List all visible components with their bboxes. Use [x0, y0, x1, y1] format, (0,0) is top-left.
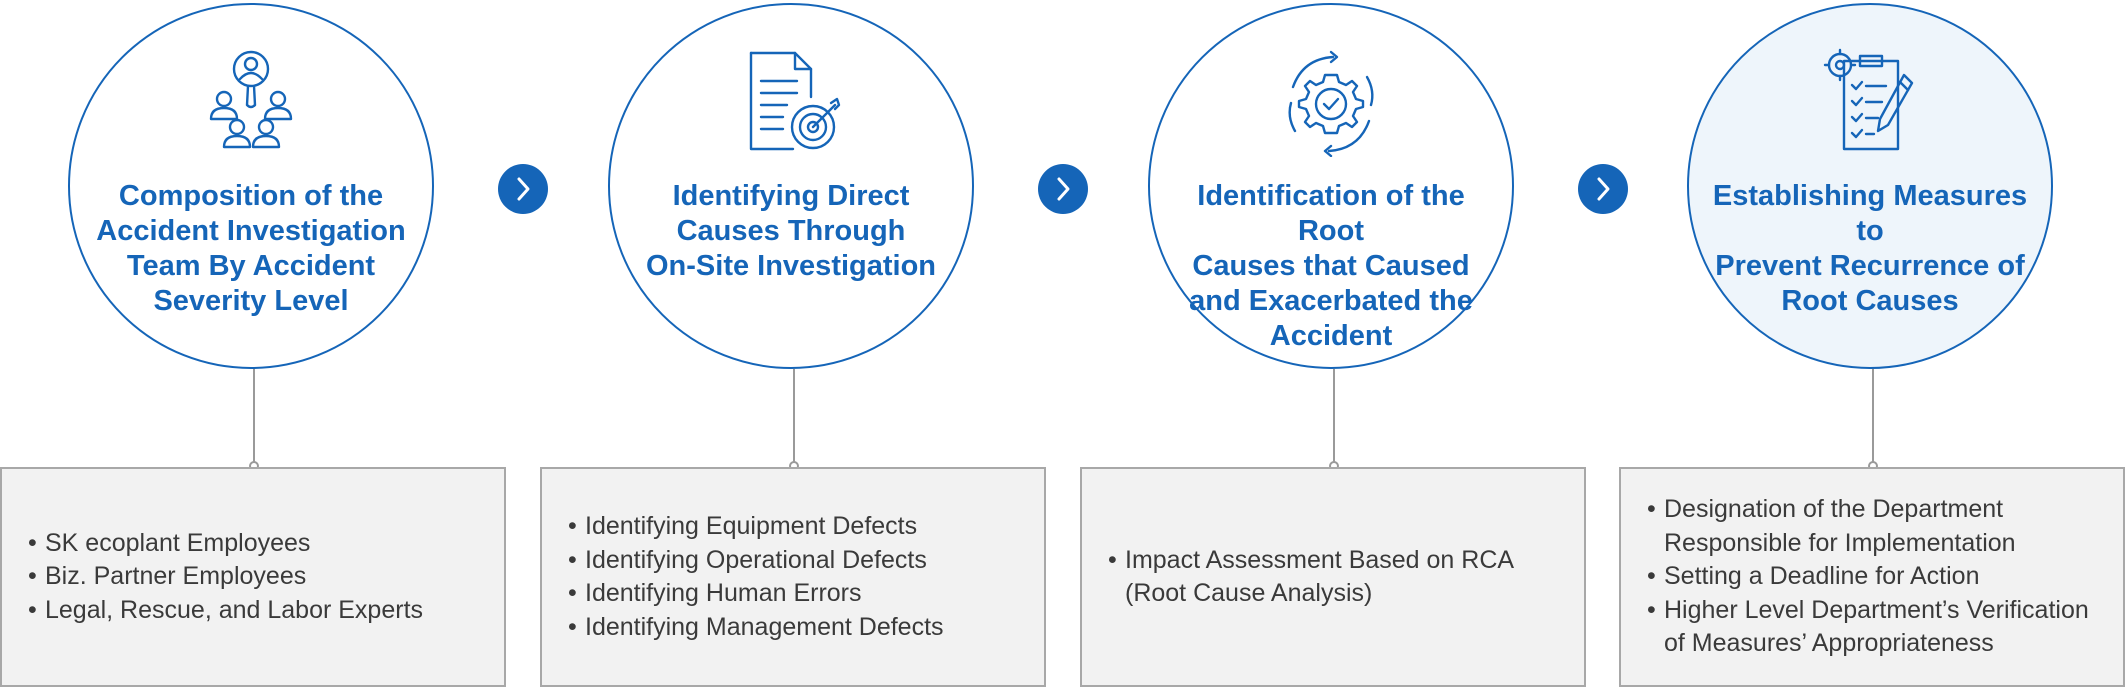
- detail-box: Impact Assessment Based on RCA (Root Cau…: [1080, 467, 1586, 687]
- step-3: Identification of the Root Causes that C…: [1080, 0, 1588, 690]
- detail-list: SK ecoplant Employees Biz. Partner Emplo…: [2, 527, 443, 628]
- detail-list: Impact Assessment Based on RCA (Root Cau…: [1082, 544, 1534, 611]
- step-title: Identifying Direct Causes Through On-Sit…: [645, 180, 937, 282]
- chevron-right-icon: [1038, 164, 1088, 214]
- step-title: Identification of the Root Causes that C…: [1189, 180, 1473, 352]
- step-circle: Identification of the Root Causes that C…: [1148, 3, 1514, 369]
- detail-list: Identifying Equipment Defects Identifyin…: [542, 510, 964, 644]
- detail-item: Designation of the Department Responsibl…: [1647, 493, 2089, 560]
- step-title: Establishing Measures to Prevent Recurre…: [1712, 180, 2028, 317]
- connector-line: [1333, 369, 1335, 463]
- detail-item: Higher Level Department’s Verification o…: [1647, 594, 2089, 661]
- chevron-right-icon: [1578, 164, 1628, 214]
- team-search-icon: [191, 47, 311, 157]
- checklist-pencil-icon: [1810, 47, 1930, 157]
- connector-line: [1872, 369, 1874, 463]
- detail-item: Identifying Operational Defects: [568, 544, 944, 578]
- detail-item: Identifying Management Defects: [568, 611, 944, 645]
- connector-line: [253, 369, 255, 463]
- chevron-right-icon: [498, 164, 548, 214]
- step-circle: Establishing Measures to Prevent Recurre…: [1687, 3, 2053, 369]
- detail-list: Designation of the Department Responsibl…: [1621, 493, 2109, 661]
- step-4: Establishing Measures to Prevent Recurre…: [1619, 0, 2127, 690]
- detail-box: Designation of the Department Responsibl…: [1619, 467, 2125, 687]
- step-circle: Identifying Direct Causes Through On-Sit…: [608, 3, 974, 369]
- detail-item: Identifying Human Errors: [568, 577, 944, 611]
- step-2: Identifying Direct Causes Through On-Sit…: [540, 0, 1048, 690]
- detail-item: Legal, Rescue, and Labor Experts: [28, 594, 423, 628]
- detail-item: Setting a Deadline for Action: [1647, 560, 2089, 594]
- gear-cycle-icon: [1271, 47, 1391, 157]
- detail-box: Identifying Equipment Defects Identifyin…: [540, 467, 1046, 687]
- step-circle: Composition of the Accident Investigatio…: [68, 3, 434, 369]
- detail-item: Identifying Equipment Defects: [568, 510, 944, 544]
- detail-box: SK ecoplant Employees Biz. Partner Emplo…: [0, 467, 506, 687]
- document-target-icon: [731, 47, 851, 157]
- detail-item: Biz. Partner Employees: [28, 560, 423, 594]
- detail-item: SK ecoplant Employees: [28, 527, 423, 561]
- step-title: Composition of the Accident Investigatio…: [96, 180, 406, 317]
- connector-line: [793, 369, 795, 463]
- step-1: Composition of the Accident Investigatio…: [0, 0, 508, 690]
- detail-item: Impact Assessment Based on RCA (Root Cau…: [1108, 544, 1514, 611]
